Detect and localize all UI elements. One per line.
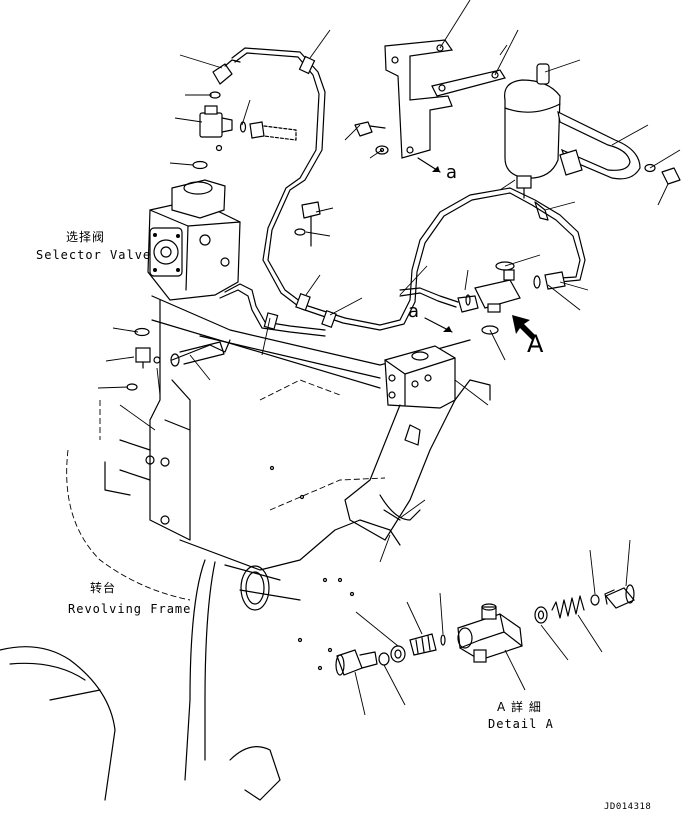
- detail-label-en: Detail A: [488, 717, 554, 731]
- reference-arrows: [417, 157, 453, 333]
- selector-valve-label-cn: 选择阀: [66, 230, 106, 244]
- revolving-frame-label-cn: 转台: [90, 581, 117, 595]
- accumulator: [504, 63, 681, 199]
- ref-a-lower: a: [408, 301, 420, 322]
- view-a-letter: A: [527, 330, 544, 358]
- selector-valve-label-en: Selector Valve: [36, 248, 152, 262]
- view-a-arrow: [512, 315, 536, 340]
- detail-a-exploded: [335, 539, 635, 716]
- detail-label-cn: A 詳 細: [497, 700, 542, 714]
- drawing-number: JD014318: [604, 802, 652, 812]
- hydraulic-pipes: [219, 47, 586, 337]
- upper-left-fittings: [192, 59, 297, 170]
- revolving-frame-label-en: Revolving Frame: [68, 602, 192, 616]
- accumulator-bracket: [354, 39, 506, 159]
- revolving-frame-structure: [0, 295, 491, 801]
- leader-lines: [97, 0, 681, 563]
- center-bolt: [294, 201, 321, 247]
- selector-valve: [147, 179, 241, 301]
- ref-a-upper: a: [446, 162, 458, 183]
- cross-fitting: [457, 201, 566, 335]
